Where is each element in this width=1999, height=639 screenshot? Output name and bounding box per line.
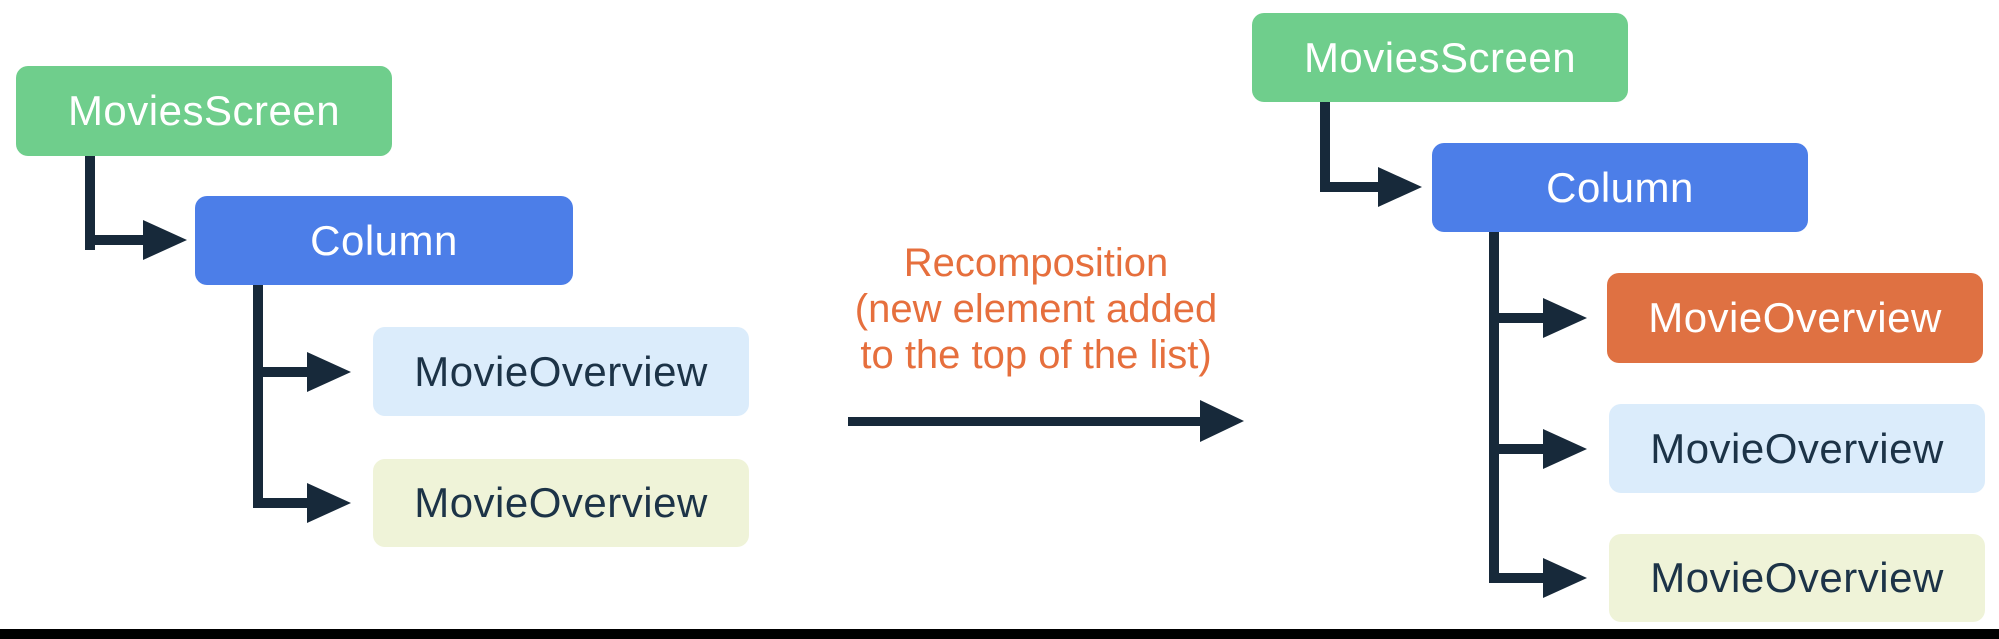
left-elbow-horizontal-line bbox=[85, 235, 143, 245]
left-node-movie-overview-2: MovieOverview bbox=[373, 459, 749, 547]
right-movie-overview-2-label: MovieOverview bbox=[1650, 424, 1944, 472]
right-trunk-line bbox=[1489, 232, 1499, 583]
right-branch-line-1 bbox=[1489, 313, 1543, 323]
left-node-movies-screen: MoviesScreen bbox=[16, 66, 392, 156]
right-node-movie-overview-new: MovieOverview bbox=[1607, 273, 1983, 363]
right-movie-overview-new-label: MovieOverview bbox=[1648, 294, 1942, 341]
recomposition-caption: Recomposition (new element added to the … bbox=[810, 240, 1262, 378]
left-movie-overview-1-label: MovieOverview bbox=[414, 347, 708, 395]
left-branch-arrowhead-icon-1 bbox=[307, 352, 351, 392]
right-movies-screen-label: MoviesScreen bbox=[1303, 33, 1577, 81]
recomposition-caption-line-2: (new element added bbox=[854, 287, 1218, 331]
right-branch-line-2 bbox=[1489, 444, 1543, 454]
bottom-divider-bar bbox=[0, 629, 1999, 639]
left-trunk-line bbox=[253, 285, 263, 508]
recomposition-caption-line-3: to the top of the list) bbox=[860, 333, 1212, 377]
left-elbow-vertical-line bbox=[85, 156, 95, 250]
left-column-label: Column bbox=[310, 216, 458, 264]
right-branch-line-3 bbox=[1489, 573, 1543, 583]
left-branch-line-2 bbox=[253, 498, 307, 508]
right-node-movie-overview-2: MovieOverview bbox=[1609, 404, 1985, 493]
left-movies-screen-label: MoviesScreen bbox=[67, 87, 341, 134]
left-branch-arrowhead-icon-2 bbox=[307, 483, 351, 523]
recomposition-caption-line-1: Recomposition bbox=[903, 241, 1169, 285]
right-node-column: Column bbox=[1432, 143, 1808, 232]
right-column-label: Column bbox=[1546, 163, 1694, 211]
right-elbow-arrowhead-icon bbox=[1378, 167, 1422, 207]
left-movie-overview-2-label: MovieOverview bbox=[414, 479, 708, 526]
right-branch-arrowhead-icon-2 bbox=[1543, 429, 1587, 469]
left-branch-line-1 bbox=[253, 367, 307, 377]
right-node-movie-overview-3: MovieOverview bbox=[1609, 534, 1985, 622]
recomposition-arrow-line bbox=[848, 417, 1200, 426]
recomposition-arrowhead-icon bbox=[1200, 400, 1244, 442]
right-elbow-horizontal-line bbox=[1320, 182, 1378, 192]
left-elbow-arrowhead-icon bbox=[143, 220, 187, 260]
left-node-movie-overview-1: MovieOverview bbox=[373, 327, 749, 416]
left-node-column: Column bbox=[195, 196, 573, 285]
right-movie-overview-3-label: MovieOverview bbox=[1650, 554, 1944, 601]
right-elbow-vertical-line bbox=[1320, 102, 1330, 192]
right-node-movies-screen: MoviesScreen bbox=[1252, 13, 1628, 102]
right-branch-arrowhead-icon-3 bbox=[1543, 558, 1587, 598]
right-branch-arrowhead-icon-1 bbox=[1543, 298, 1587, 338]
